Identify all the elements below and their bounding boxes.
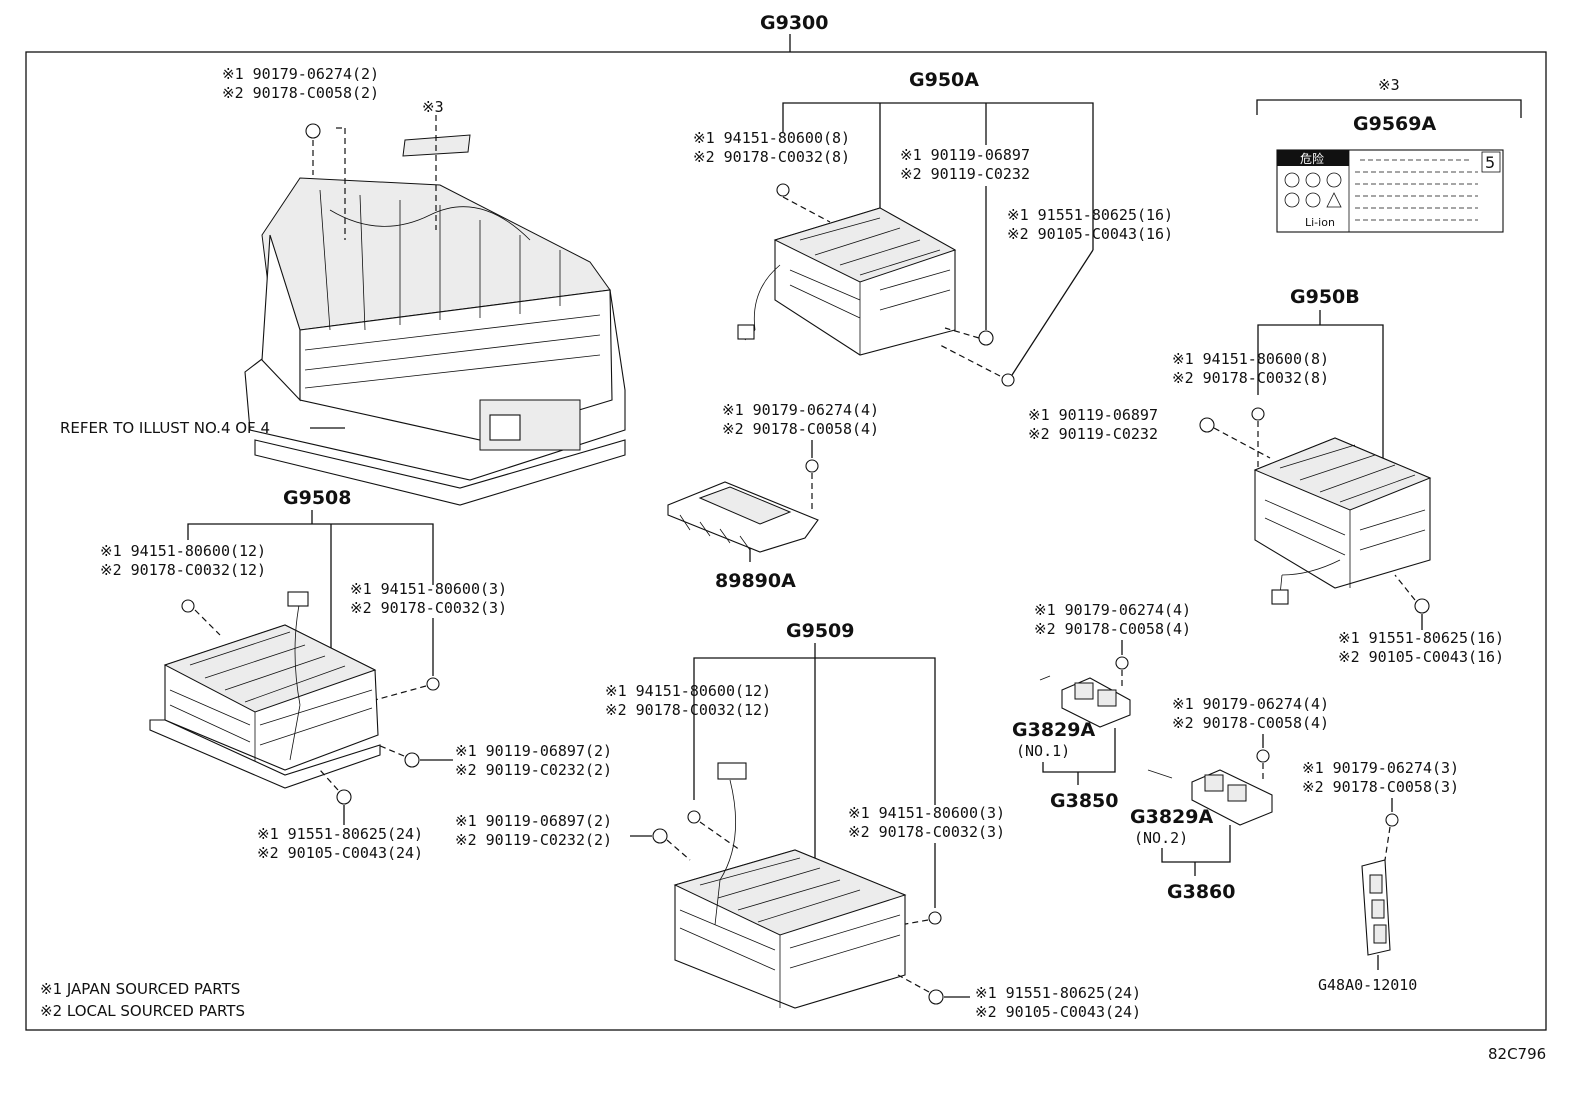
g3860-relay-drawing [1147,769,1273,826]
g9508-nut12-line1[interactable]: ※1 94151-80600(12) [100,542,266,560]
g950a-screw-icon [1001,373,1015,387]
battery-assembly-drawing [244,123,626,506]
g9509-nut12-line1[interactable]: ※1 94151-80600(12) [605,682,771,700]
legend-japan: ※1 JAPAN SOURCED PARTS [40,980,240,998]
g9508-screw-line2[interactable]: ※2 90105-C0043(24) [257,844,423,862]
g48a0-nut-line1[interactable]: ※1 90179-06274(3) [1302,759,1459,777]
g9509-nut3-icon [928,911,942,925]
g3860-sub-name[interactable]: G3829A [1130,806,1213,828]
g9508-bolt-icon [404,752,420,768]
g950b-screw-icon [1414,598,1430,614]
g950a-screw-line2[interactable]: ※2 90105-C0043(16) [1007,225,1173,243]
g9508-module-drawing [149,591,381,789]
g950b-name[interactable]: G950B [1290,286,1360,308]
g9508-bolt-line2[interactable]: ※2 90119-C0232(2) [455,761,612,779]
top-fastener-line2[interactable]: ※2 90178-C0058(2) [222,84,379,102]
g9509-bolt-icon [652,828,668,844]
assembly-title[interactable]: G9300 [760,12,828,34]
mark3-label: ※3 [422,98,444,116]
g9508-nut3-icon [426,677,440,691]
refer-note[interactable]: REFER TO ILLUST NO.4 OF 4 [60,419,270,437]
g9569a-warning-text: 危险 [1300,151,1324,166]
g9509-nut12-icon [687,810,701,824]
diagram-code: 82C796 [1488,1045,1546,1063]
g3850-nut-line1[interactable]: ※1 90179-06274(4) [1034,601,1191,619]
g950b-bolt-line1[interactable]: ※1 90119-06897 [1028,406,1158,424]
g950a-name[interactable]: G950A [909,69,979,91]
g3860-nut-line1[interactable]: ※1 90179-06274(4) [1172,695,1329,713]
g950b-bolt-line2[interactable]: ※2 90119-C0232 [1028,425,1158,443]
g9509-nut12-line2[interactable]: ※2 90178-C0032(12) [605,701,771,719]
g950a-screw-line1[interactable]: ※1 91551-80625(16) [1007,206,1173,224]
g950b-bolt-icon [1199,417,1215,433]
g950a-nut-line1[interactable]: ※1 94151-80600(8) [693,129,850,147]
g950a-bolt-line1[interactable]: ※1 90119-06897 [900,146,1030,164]
g48a0-nut-line2[interactable]: ※2 90178-C0058(3) [1302,778,1459,796]
p89890a-name[interactable]: 89890A [715,570,796,592]
g9509-name[interactable]: G9509 [786,620,854,642]
g9508-nut12-line2[interactable]: ※2 90178-C0032(12) [100,561,266,579]
g9508-screw-icon [336,789,352,805]
top-fastener-line1[interactable]: ※1 90179-06274(2) [222,65,379,83]
g9508-bolt-line1[interactable]: ※1 90119-06897(2) [455,742,612,760]
legend-local: ※2 LOCAL SOURCED PARTS [40,1002,245,1020]
g950b-screw-line2[interactable]: ※2 90105-C0043(16) [1338,648,1504,666]
g3850-no: (NO.1) [1016,742,1070,760]
g3860-nut-icon [1256,749,1270,763]
g9509-module-drawing [673,762,907,1009]
g9508-screw-line1[interactable]: ※1 91551-80625(24) [257,825,423,843]
g9569a-mark: ※3 [1378,76,1400,94]
g48a0-connector-drawing [1361,859,1391,956]
g3860-nut-line2[interactable]: ※2 90178-C0058(4) [1172,714,1329,732]
g9569a-badge: 5 [1485,153,1495,172]
g950b-nut-line1[interactable]: ※1 94151-80600(8) [1172,350,1329,368]
g9509-bolt-line2[interactable]: ※2 90119-C0232(2) [455,831,612,849]
g9509-screw-icon [928,989,944,1005]
g9509-nut3-line1[interactable]: ※1 94151-80600(3) [848,804,1005,822]
g48a0-nut-icon [1385,813,1399,827]
g950a-bolt-icon [978,330,994,346]
g9509-screw-line1[interactable]: ※1 91551-80625(24) [975,984,1141,1002]
g9509-bolt-line1[interactable]: ※1 90119-06897(2) [455,812,612,830]
g9509-nut3-line2[interactable]: ※2 90178-C0032(3) [848,823,1005,841]
g3850-nut-line2[interactable]: ※2 90178-C0058(4) [1034,620,1191,638]
g9508-name[interactable]: G9508 [283,487,351,509]
g950b-module-drawing [1253,437,1432,605]
g3850-name[interactable]: G3850 [1050,790,1118,812]
g950a-module-drawing [737,207,957,356]
diagram-frame [25,51,1547,1031]
g3850-sub-name[interactable]: G3829A [1012,719,1095,741]
g48a0-name[interactable]: G48A0-12010 [1318,976,1417,994]
g3850-nut-icon [1115,656,1129,670]
g9508-nut3-line2[interactable]: ※2 90178-C0032(3) [350,599,507,617]
g9569a-label-drawing: 危险 Li-ion 5 [1276,149,1504,233]
g3860-no: (NO.2) [1134,829,1188,847]
g9508-nut12-icon [181,599,195,613]
p89890a-nut-line1[interactable]: ※1 90179-06274(4) [722,401,879,419]
g950a-nut-icon [776,183,790,197]
g950b-nut-line2[interactable]: ※2 90178-C0032(8) [1172,369,1329,387]
g9509-screw-line2[interactable]: ※2 90105-C0043(24) [975,1003,1141,1021]
g9569a-liion-text: Li-ion [1305,216,1335,229]
g3850-relay-drawing [1039,675,1131,728]
g950a-bolt-line2[interactable]: ※2 90119-C0232 [900,165,1030,183]
p89890a-nut-icon [805,459,819,473]
p89890a-nut-line2[interactable]: ※2 90178-C0058(4) [722,420,879,438]
g9569a-name[interactable]: G9569A [1353,113,1436,135]
g950b-nut-icon [1251,407,1265,421]
g950b-screw-line1[interactable]: ※1 91551-80625(16) [1338,629,1504,647]
g9508-nut3-line1[interactable]: ※1 94151-80600(3) [350,580,507,598]
g950a-nut-line2[interactable]: ※2 90178-C0032(8) [693,148,850,166]
p89890a-board-drawing [667,481,819,553]
g3860-name[interactable]: G3860 [1167,881,1235,903]
